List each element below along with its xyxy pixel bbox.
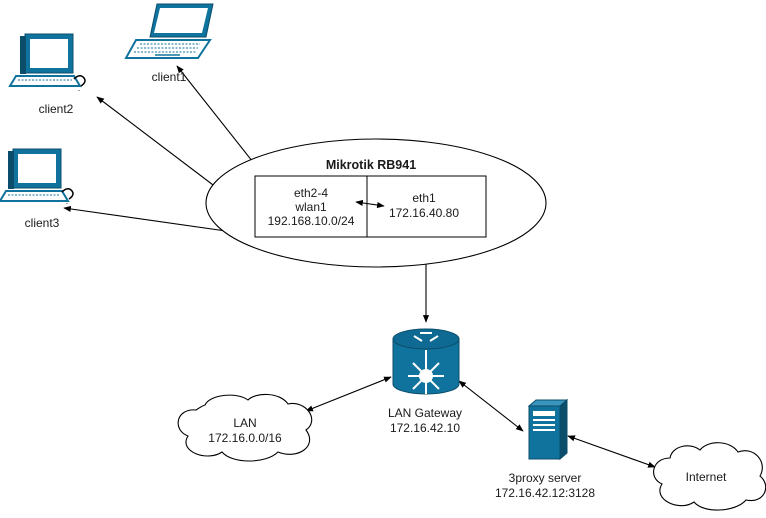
wan-ip-label: 172.16.40.80 <box>389 206 459 220</box>
client2-label: client2 <box>39 102 74 116</box>
client1-label: client1 <box>152 70 187 84</box>
pc-icon <box>8 33 86 91</box>
wan-interface-label: eth1 <box>412 191 436 205</box>
cloud-icon <box>177 393 313 462</box>
link-lan-wan-internal <box>355 199 385 209</box>
lan-label: LAN <box>233 416 256 430</box>
proxy-name-label: 3proxy server <box>509 471 582 485</box>
laptop-icon <box>124 3 214 59</box>
router-lan-side[interactable]: eth2-4 wlan1 192.168.10.0/24 <box>268 186 355 228</box>
proxy-node[interactable]: 3proxy server 172.16.42.12:3128 <box>495 398 595 500</box>
client1-node[interactable]: client1 <box>124 3 214 84</box>
client3-label: client3 <box>25 216 60 230</box>
lan-subnet-label: 192.168.10.0/24 <box>268 214 355 228</box>
router-wan-side[interactable]: eth1 172.16.40.80 <box>389 191 459 220</box>
server-icon <box>527 398 569 461</box>
link-gateway-lan <box>305 376 392 412</box>
gateway-name-label: LAN Gateway <box>388 406 462 420</box>
gateway-ip-label: 172.16.42.10 <box>390 421 460 435</box>
wlan-interface-label: wlan1 <box>294 200 327 214</box>
client3-node[interactable]: client3 <box>0 148 74 230</box>
client2-node[interactable]: client2 <box>8 33 86 116</box>
mikrotik-router[interactable]: Mikrotik RB941 eth2-4 wlan1 192.168.10.0… <box>205 138 547 268</box>
lan-cloud-node[interactable]: LAN 172.16.0.0/16 <box>177 393 313 462</box>
proxy-address-label: 172.16.42.12:3128 <box>495 486 595 500</box>
internet-cloud-node[interactable]: Internet <box>653 442 766 511</box>
link-gateway-proxy <box>458 380 524 432</box>
lan-interfaces-label: eth2-4 <box>294 186 328 200</box>
router-title: Mikrotik RB941 <box>326 158 416 172</box>
pc-icon <box>0 148 74 204</box>
internet-label: Internet <box>686 470 727 484</box>
lan-subnet-cloud-label: 172.16.0.0/16 <box>208 431 282 445</box>
gateway-node[interactable]: LAN Gateway 172.16.42.10 <box>388 328 462 435</box>
cloud-icon <box>653 442 766 511</box>
router-icon <box>392 328 460 395</box>
link-proxy-internet <box>567 435 656 468</box>
